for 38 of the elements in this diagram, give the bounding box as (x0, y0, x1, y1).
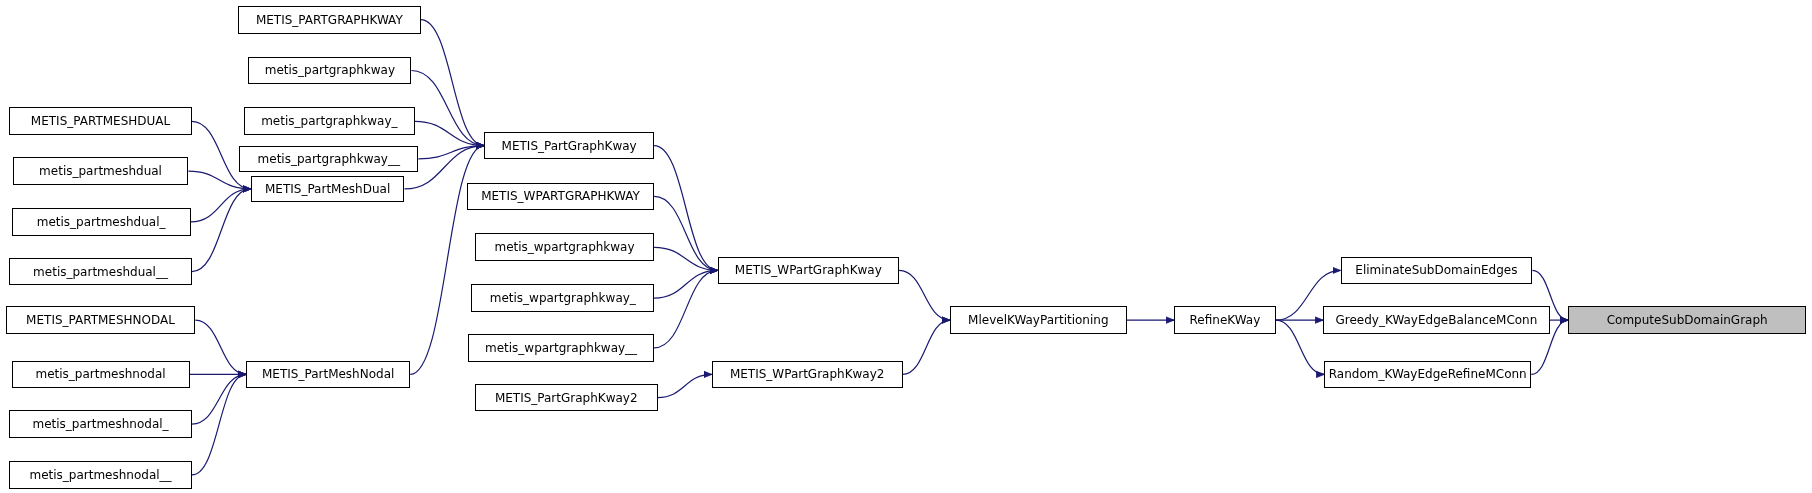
function-box: metis_partmeshnodal_ (9, 410, 192, 438)
function-box: RefineKWay (1174, 306, 1276, 334)
function-box: EliminateSubDomainEdges (1340, 256, 1533, 285)
function-box: metis_partgraphkway_ (243, 107, 415, 136)
call-arrow (1275, 319, 1325, 377)
function-box: metis_wpartgraphkway__ (468, 333, 655, 362)
function-box: METIS_PartGraphKway2 (474, 383, 658, 412)
function-box: metis_partmeshdual (12, 157, 189, 185)
function-box: METIS_WPartGraphKway2 (711, 360, 903, 389)
call-arrow (656, 371, 713, 399)
function-box: METIS_WPARTGRAPHKWAY (466, 182, 655, 211)
function-box: metis_partmeshnodal (11, 360, 190, 389)
function-box: metis_partgraphkway__ (239, 145, 419, 173)
function-box: METIS_WPartGraphKway (717, 256, 900, 285)
function-box: METIS_PartMeshNodal (246, 360, 411, 389)
call-arrow (409, 145, 485, 376)
function-box: METIS_PartGraphKway (484, 131, 655, 160)
call-arrow (901, 318, 951, 376)
call-arrow (191, 373, 247, 476)
function-box: metis_partmeshdual__ (9, 257, 192, 286)
call-arrow (653, 268, 719, 349)
call-arrow (1126, 316, 1175, 324)
function-box: metis_partmeshdual_ (11, 208, 191, 236)
function-box: METIS_PARTMESHDUAL (9, 107, 192, 136)
function-box: METIS_PARTGRAPHKWAY (238, 5, 421, 34)
function-box: Greedy_KWayEdgeBalanceMConn (1323, 306, 1550, 334)
function-box: metis_partgraphkway (248, 56, 412, 85)
call-arrow (1530, 318, 1569, 376)
function-box: metis_wpartgraphkway_ (471, 284, 655, 312)
function-box: metis_wpartgraphkway (474, 233, 655, 262)
function-box: METIS_PartMeshDual (250, 175, 405, 203)
function-box: metis_partmeshnodal__ (9, 461, 192, 489)
call-arrow (191, 187, 252, 273)
highlighted-function-box: ComputeSubDomainGraph (1568, 306, 1807, 334)
call-arrow (1275, 267, 1342, 321)
function-box: METIS_PARTMESHNODAL (5, 306, 196, 334)
function-box: Random_KWayEdgeRefineMConn (1324, 360, 1532, 389)
function-box: MlevelKWayPartitioning (949, 306, 1127, 334)
